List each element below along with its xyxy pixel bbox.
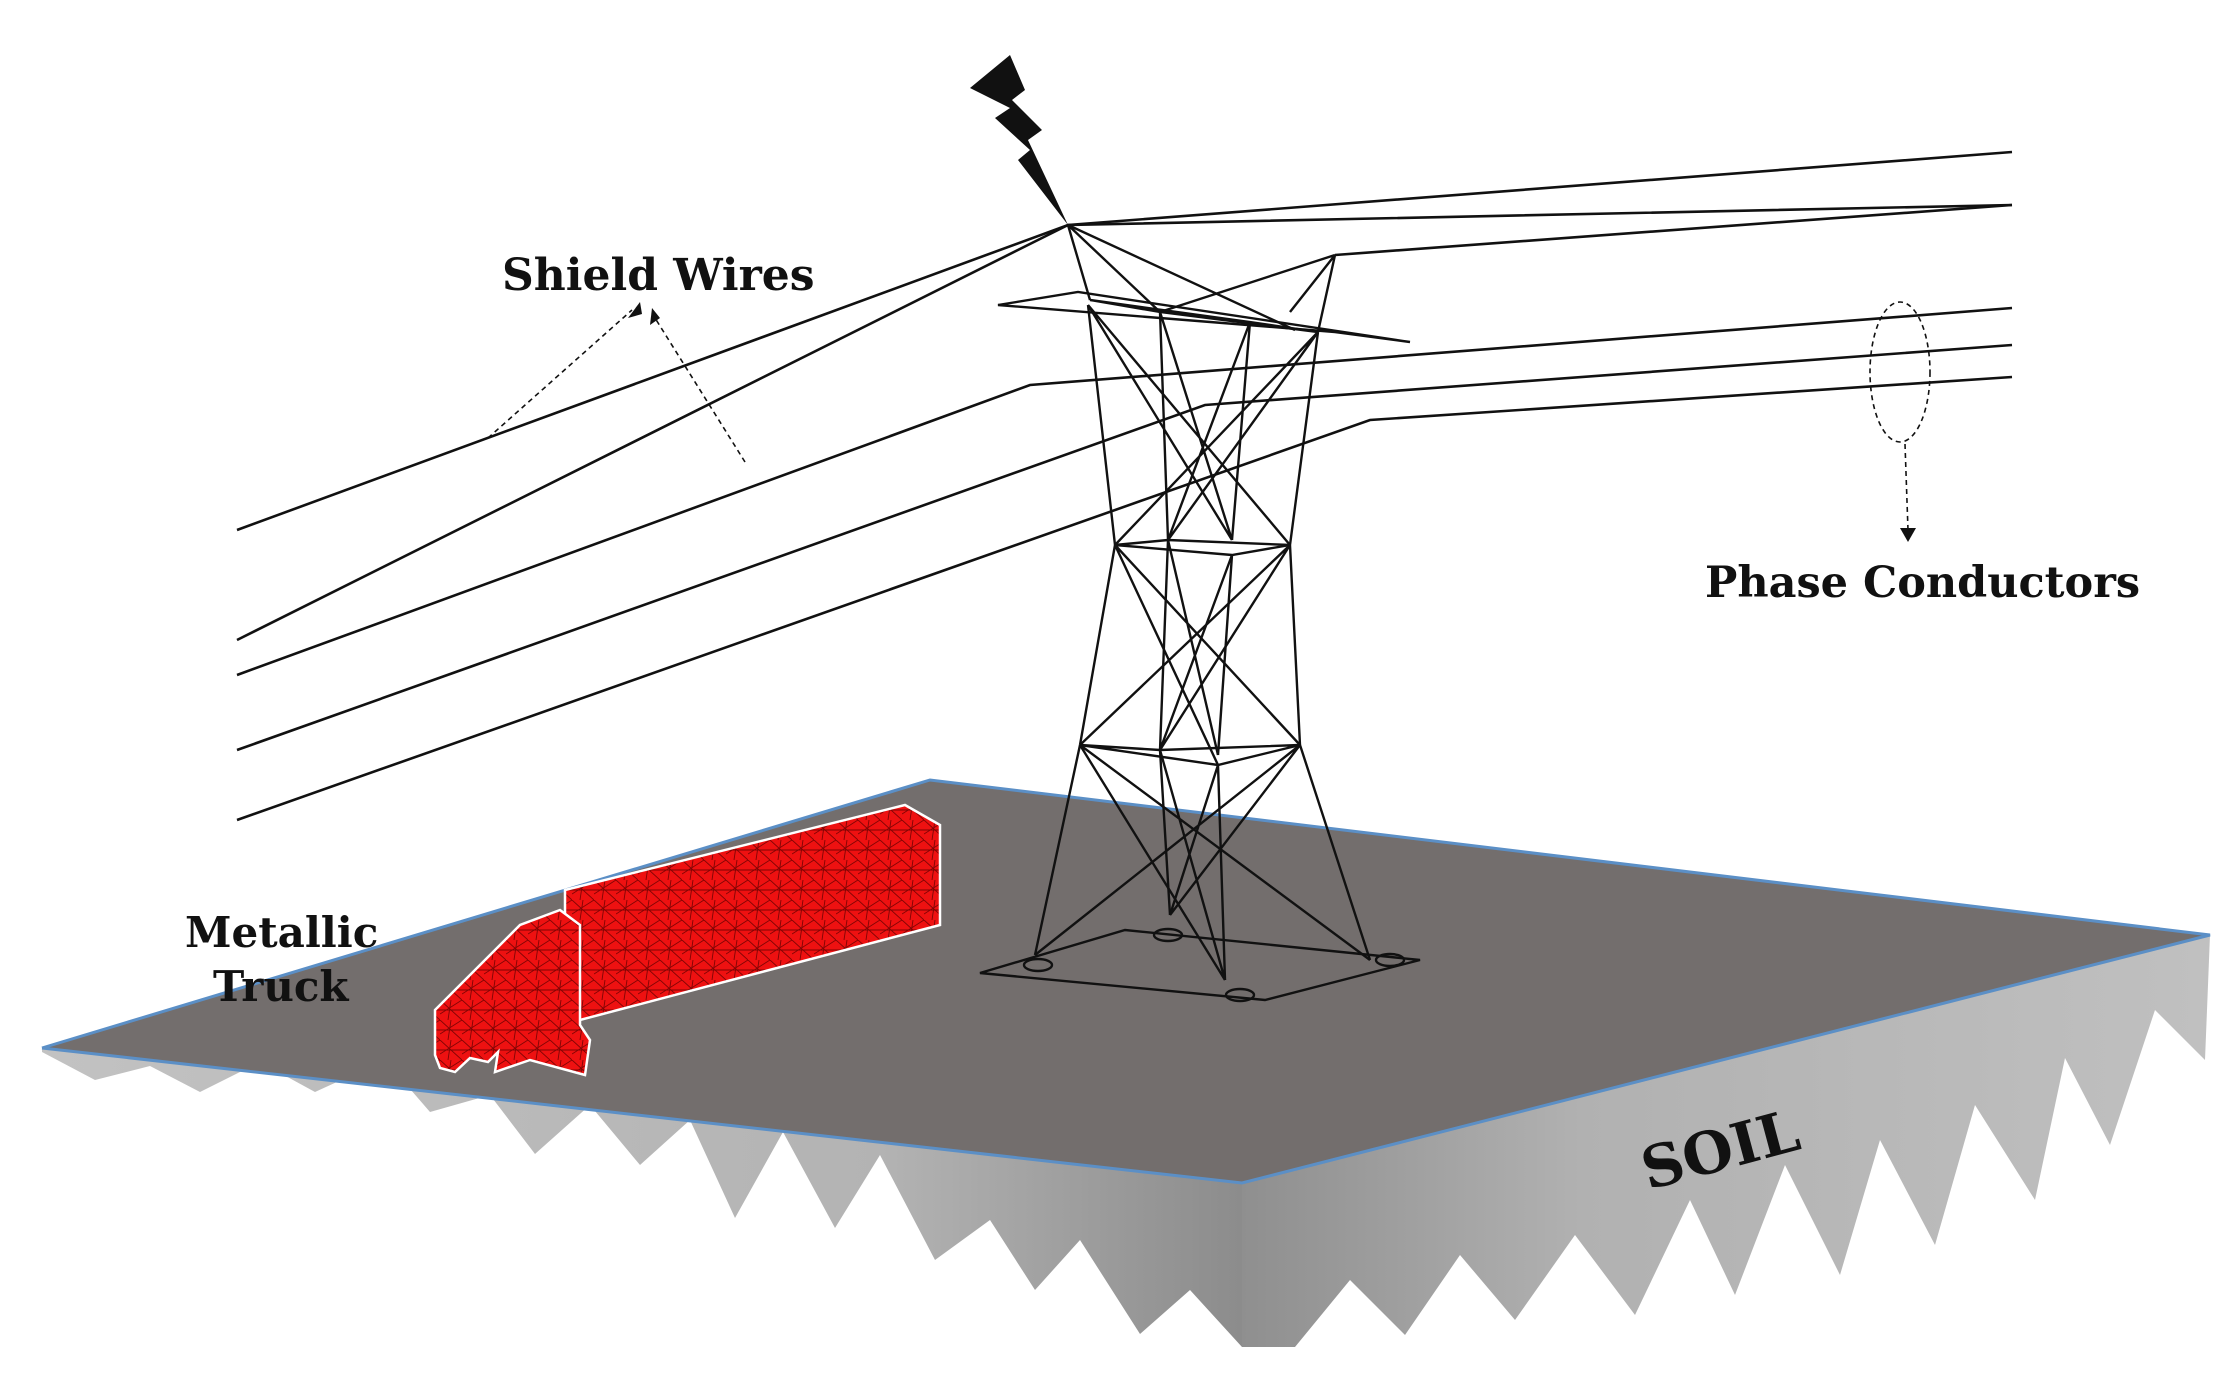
phase-conductor-2 bbox=[236, 343, 2013, 752]
lightning-bolt-icon bbox=[970, 55, 1068, 225]
transmission-tower bbox=[979, 223, 1421, 1003]
shield-wires-pointer bbox=[487, 302, 746, 463]
phase-conductor-3 bbox=[236, 375, 2013, 822]
soil-right-face bbox=[1242, 935, 2210, 1347]
phase-conductors-pointer bbox=[1869, 301, 1931, 542]
ground-edge bbox=[41, 778, 2211, 1185]
ground-surface bbox=[42, 780, 2210, 1183]
phase-conductors-label: Phase Conductors bbox=[1705, 558, 2140, 608]
shield-wires-label: Shield Wires bbox=[502, 250, 815, 301]
truck-label-line1: Metallic bbox=[185, 908, 378, 957]
truck-label-line2: Truck bbox=[213, 962, 349, 1011]
shield-wire-3 bbox=[1334, 203, 2013, 257]
phase-conductor-1 bbox=[236, 306, 2013, 677]
truck-cab bbox=[433, 908, 592, 1077]
shield-wire-1 bbox=[236, 150, 2013, 532]
soil-block bbox=[41, 778, 2211, 1347]
metallic-truck bbox=[433, 803, 942, 1077]
power-lines bbox=[236, 150, 2013, 822]
soil-left-face bbox=[42, 1048, 1242, 1347]
